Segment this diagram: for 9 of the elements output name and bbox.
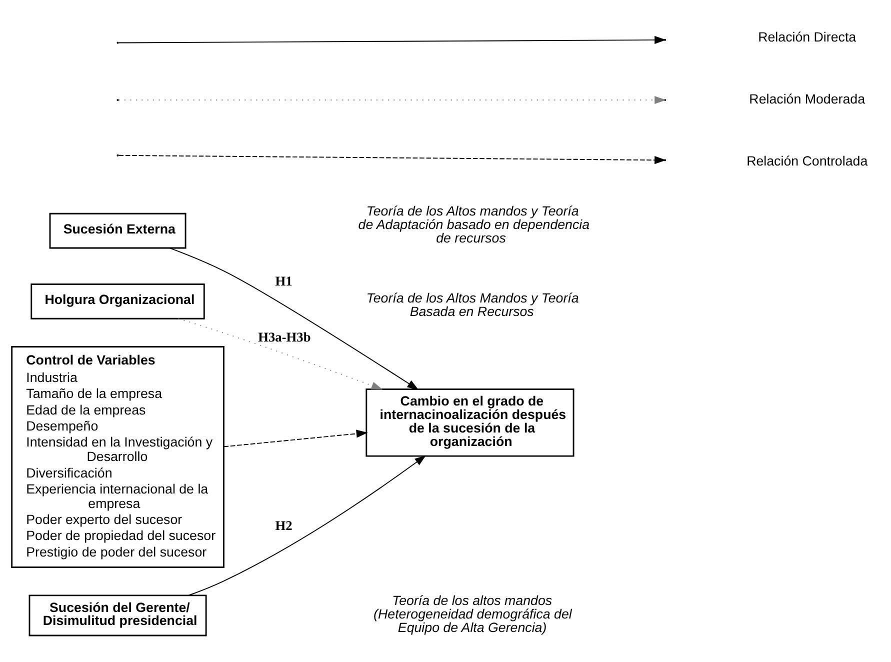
edge-label: H2 bbox=[275, 517, 292, 532]
label: Teoría de los Altos Mandos y Teoría Basada en Recursos bbox=[366, 290, 579, 318]
legend-label: Relación Directa bbox=[758, 29, 856, 44]
legend-label: Relación Controlada bbox=[746, 153, 868, 168]
edge-label: H3a-H3b bbox=[258, 329, 311, 344]
legend-label: Relación Moderada bbox=[749, 91, 866, 106]
edge-label: H1 bbox=[275, 272, 292, 288]
label: Teoría de los Altos mandos y Teoría de Adaptación basado en dependencia de recursos bbox=[358, 203, 590, 245]
label: Teoría de los altos mandos (Heterogeneidad demográfica del Equipo de Alta Gerencia) bbox=[374, 592, 572, 634]
